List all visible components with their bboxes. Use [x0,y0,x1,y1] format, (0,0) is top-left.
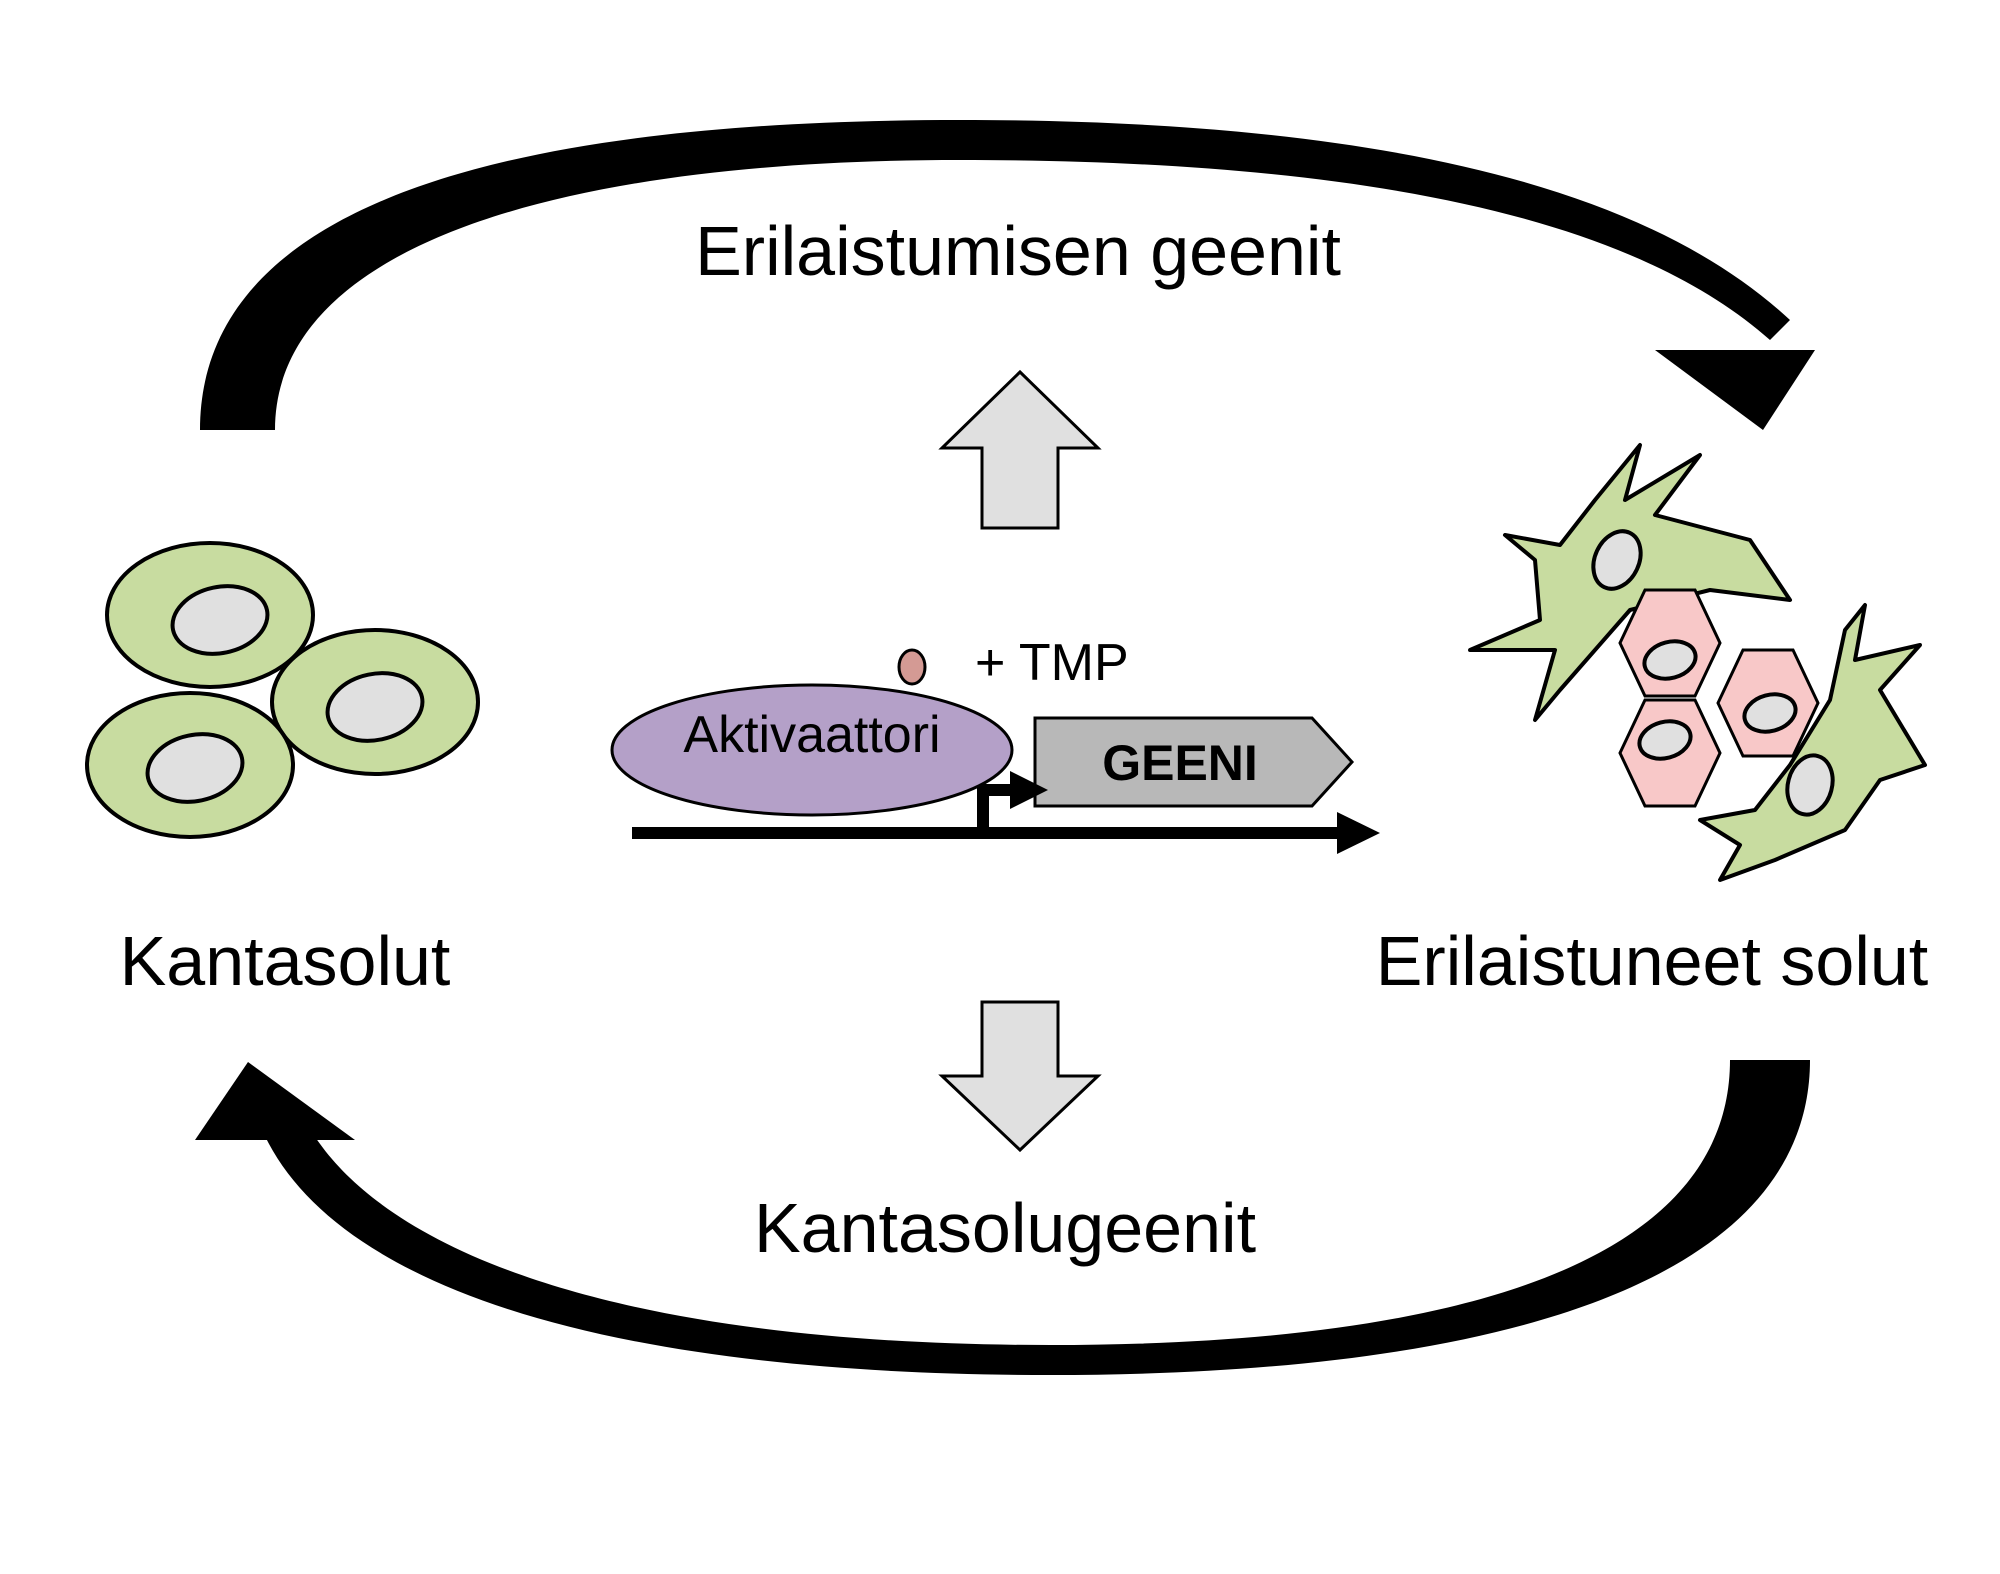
stem-cell [270,628,480,776]
nucleus [1642,639,1698,681]
nucleus [1785,753,1835,817]
promoter-arrow [977,771,1048,833]
nucleus [1591,529,1643,591]
gene-box: GEENI [1033,716,1355,808]
differentiation-genes-label: Erilaistumisen geenit [695,212,1341,290]
nucleus [1637,719,1693,761]
stem-cell-genes-label: Kantasolugeenit [754,1189,1256,1267]
differentiated-cells-label: Erilaistuneet solut [1376,922,1929,1000]
hexagonal-cell [1618,588,1722,698]
top-cycle-arrow [200,120,1815,430]
nucleus [145,732,245,804]
activator-protein: Aktivaattori [610,683,1014,817]
gene-label: GEENI [1102,735,1258,791]
tmp-label: + TMP [975,634,1129,692]
differentiated-cells-illustration [1468,443,1927,882]
stem-cell [105,541,315,689]
hexagonal-cell [1618,698,1722,808]
gene-activation-system: GEENI Aktivaattori + TMP [610,634,1380,854]
stem-cells-illustration [85,541,480,839]
nucleus [1742,692,1798,734]
fibroblast-cell [1468,443,1792,722]
stem-cells-label: Kantasolut [120,922,451,1000]
dna-strand-arrow [632,812,1380,854]
activator-label: Aktivaattori [683,706,940,764]
stem-cell [85,691,295,839]
hexagonal-cell [1716,648,1820,758]
fibroblast-cell [1698,603,1927,882]
bottom-cycle-arrow [195,1060,1810,1375]
up-block-arrow [938,369,1102,530]
tmp-ligand [897,648,927,686]
nucleus [170,584,270,656]
down-block-arrow [938,1000,1102,1153]
nucleus [325,671,425,743]
